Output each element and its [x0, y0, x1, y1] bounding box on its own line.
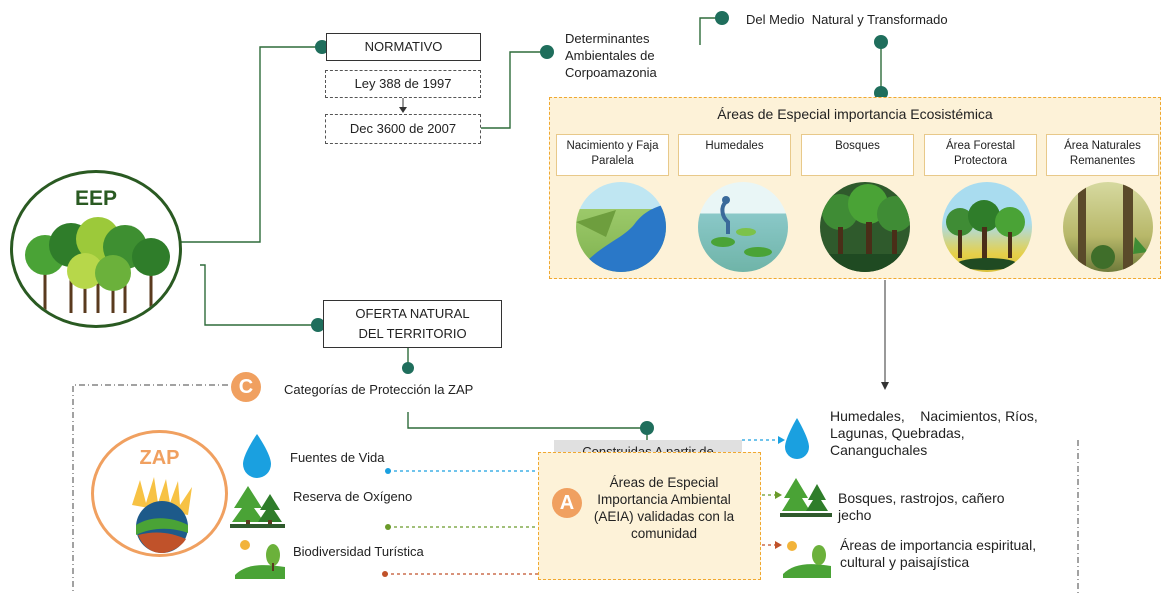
reserva-label: Reserva de Oxígeno [293, 489, 413, 504]
card-bosques: Bosques [801, 134, 914, 176]
areas-importancia-right-label: Áreas de importancia espiritual, cultura… [840, 537, 1037, 570]
letter-a-badge: A [552, 488, 582, 518]
biodiversidad-label: Biodiversidad Turística [293, 544, 424, 559]
sun-landscape-icon [783, 541, 831, 578]
determinantes-label: Determinantes Ambientales de Corpoamazon… [565, 31, 657, 80]
card-humedales: Humedales [678, 134, 791, 176]
categorias-label: Categorías de Protección la ZAP [284, 382, 474, 397]
zap-title: ZAP [139, 447, 180, 469]
eep-title: EEP [74, 187, 118, 210]
forest-icon [820, 182, 910, 272]
decreto-box: Dec 3600 de 2007 [325, 114, 481, 144]
letter-c-badge: C [231, 372, 261, 402]
water-drop-icon [243, 434, 271, 478]
medio-label: Del Medio Natural y Transformado [746, 12, 948, 27]
bosques-right-label: Bosques, rastrojos, cañero jecho [838, 490, 1005, 523]
water-drop-icon [785, 418, 809, 459]
normativo-box: NORMATIVO [326, 33, 481, 61]
humedales-right-label: Humedales, Nacimientos, Ríos, Lagunas, Q… [830, 408, 1042, 458]
areas-especial-title: Áreas de Especial importancia Ecosistémi… [717, 106, 993, 122]
eep-emblem: EEP [10, 170, 182, 328]
sun-landscape-icon [235, 540, 285, 579]
jungle-icon [1063, 182, 1153, 272]
card-nacimiento: Nacimiento y Faja Paralela [556, 134, 669, 176]
wetland-heron-icon [698, 182, 788, 272]
aeia-label: Áreas de Especial Importancia Ambiental … [593, 475, 735, 541]
ley-box: Ley 388 de 1997 [325, 70, 481, 98]
fuentes-label: Fuentes de Vida [290, 450, 385, 465]
card-area-forestal: Área Forestal Protectora [924, 134, 1037, 176]
zap-emblem: ZAP [91, 430, 228, 557]
hands-earth-icon [132, 477, 192, 553]
aeia-box [538, 452, 761, 580]
card-area-naturales: Área Naturales Remanentes [1046, 134, 1159, 176]
trees-cluster-icon [25, 217, 170, 313]
river-valley-icon [576, 182, 666, 272]
oferta-box: OFERTA NATURAL DEL TERRITORIO [323, 300, 502, 348]
protected-forest-icon [942, 182, 1032, 272]
trees-icon [780, 478, 832, 517]
trees-icon [230, 486, 285, 528]
